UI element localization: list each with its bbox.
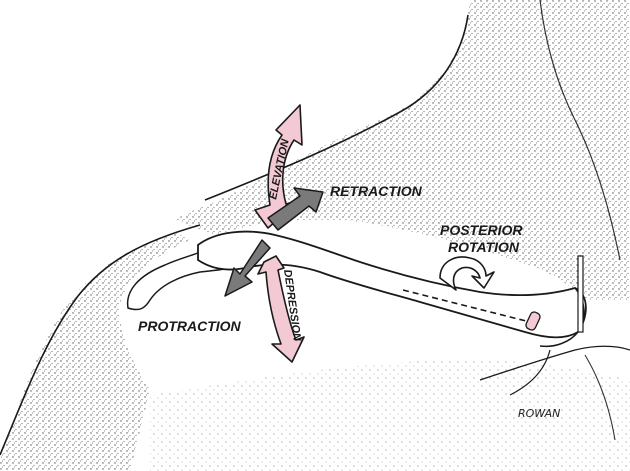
- posterior-rotation-label-line2: ROTATION: [448, 239, 520, 255]
- rotation-arrow-icon: [440, 257, 494, 290]
- posterior-rotation-label-line1: POSTERIOR: [440, 222, 523, 238]
- retraction-label: RETRACTION: [330, 183, 423, 199]
- reference-rod: [578, 256, 583, 332]
- protraction-label: PROTRACTION: [138, 318, 242, 334]
- artist-signature: ROWAN: [518, 407, 560, 420]
